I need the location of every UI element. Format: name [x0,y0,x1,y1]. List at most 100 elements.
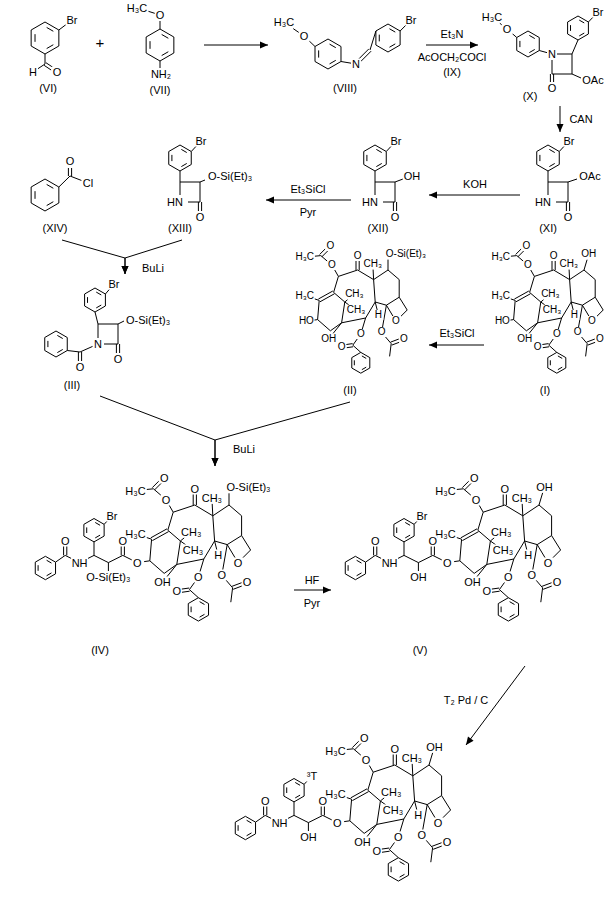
ring-line [365,562,366,574]
plus-sign: + [95,35,106,50]
compound-number: (V) [412,645,429,656]
bond-line [200,180,205,182]
ring-line [162,34,169,38]
ring-line [84,536,94,542]
bond-line [558,318,561,329]
ring-line [235,822,236,834]
bond-line [231,588,233,602]
ring-line [376,149,381,152]
bond-line [570,270,584,280]
ring-line [537,145,548,152]
bond-line [587,339,595,342]
bond-line [223,545,228,571]
ring-line [548,352,557,357]
bond-line [533,545,538,571]
bond-line [177,559,204,564]
ring-line [400,874,405,877]
bond-line [333,323,341,334]
atom-label: O [391,316,401,326]
ring-line [67,338,68,351]
reaction-arrow [62,240,129,274]
ring-line [340,47,341,62]
atom-label: O [233,557,244,568]
ring-line [35,556,45,562]
bond-line [167,564,177,577]
bond-line [395,765,413,776]
atom-label: O [502,24,513,35]
bond-line [413,765,429,776]
bond-line [571,302,573,310]
bond-line [334,292,345,302]
compound-number: (III) [63,380,82,391]
ring-line [379,35,380,42]
bond-line [94,555,108,562]
ring-line [357,560,362,563]
ring-line [518,604,519,616]
ring-line [85,306,95,312]
ring-line [405,535,410,538]
bond-line [539,493,543,505]
bond-line [374,280,376,302]
bond-line [382,848,390,849]
ring-line [549,163,554,166]
ring-line [376,163,381,166]
atom-label: Br [108,279,121,290]
ring-line [386,152,387,165]
bond-line [370,31,376,50]
bond-line [180,538,184,541]
bond-line [505,505,523,516]
ring-line [330,44,336,48]
bond-line [150,539,152,561]
atom-label: O [523,260,533,270]
bond-line [338,270,357,276]
ring-line [396,527,397,533]
ring-line [95,535,100,538]
atom-label: O [587,316,597,326]
ring-line [361,352,370,357]
bond-line [413,776,415,801]
bond-line [530,292,541,302]
bond-line [180,171,181,182]
bond-line [352,792,368,801]
ring-line [104,524,105,536]
bond-line [67,351,80,353]
ring-line [345,556,355,562]
bond-line [182,591,190,592]
atom-label: CH₃ [540,289,561,299]
bond-line [529,323,537,334]
bond-line [554,270,570,280]
bond-line [569,202,570,211]
bond-line [195,505,213,516]
compound: OH₃COOO-Si(Et)₃H₃CCH₃CH₃CH₃HOOHOHOOOO(II… [290,240,425,398]
bond-line [478,512,483,530]
bond-line [525,541,538,545]
bond-line [308,823,309,831]
bond-line [506,494,507,505]
ring-line [55,562,56,574]
ring-line [162,52,169,56]
ring-line [539,155,540,161]
bond-line [578,305,582,327]
bond-line [400,819,404,832]
bond-line [168,530,181,541]
atom-label: O [60,536,71,547]
ring-line [235,816,245,822]
atom-label: O [193,572,204,583]
atom-label: HN [166,197,184,208]
bond-line [241,516,242,536]
ring-line [45,179,59,187]
bond-line [543,346,549,348]
atom-label: O [500,483,511,494]
bond-line [182,588,190,589]
bond-line [342,318,366,323]
bond-line [98,324,99,338]
atom-label: O [356,329,366,339]
bond-line [549,345,557,352]
ring-line [45,331,56,338]
ring-line [364,165,375,172]
compound-number: (I) [539,385,551,396]
atom-label: Br [66,15,79,26]
bond-line [389,850,398,858]
atom-label: NH [271,817,289,828]
bond-line [108,563,109,571]
